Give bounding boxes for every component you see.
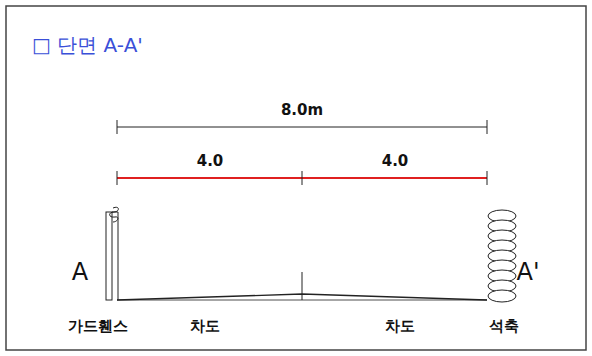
part-name: 석축	[489, 318, 519, 335]
section-title: □ 단면 A-A'	[32, 34, 143, 56]
part-name: 차도	[190, 318, 220, 335]
total-dimension	[117, 120, 487, 134]
dimension-half: 4.0	[197, 153, 224, 170]
guard-fence-symbol	[106, 207, 118, 300]
section-mark: A'	[516, 259, 539, 285]
dimension-half: 4.0	[382, 153, 409, 170]
part-name: 차도	[385, 318, 415, 335]
section-mark: A	[72, 259, 88, 285]
road-surface	[117, 272, 487, 300]
frame	[6, 6, 586, 350]
part-name: 가드휀스	[68, 318, 128, 335]
half-dimension	[117, 171, 487, 185]
stone-wall-symbol	[488, 210, 516, 302]
dimension-total: 8.0m	[281, 102, 323, 119]
